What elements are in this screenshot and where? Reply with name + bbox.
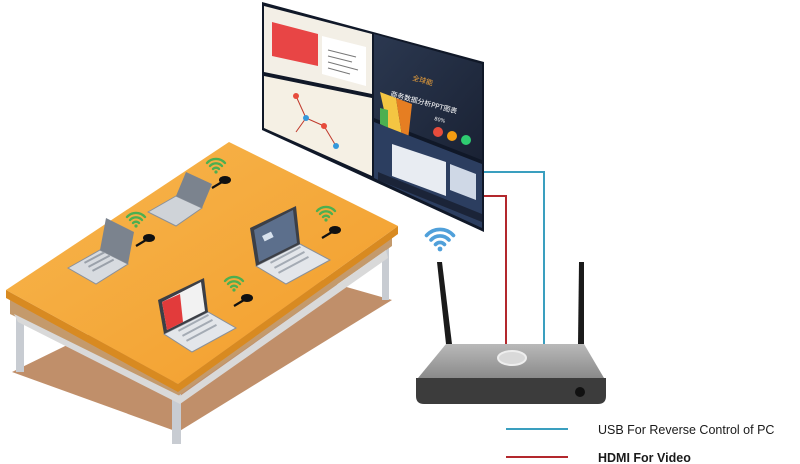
legend-usb-label: USB For Reverse Control of PC xyxy=(598,423,774,437)
wifi-icon xyxy=(427,229,454,251)
legend: USB For Reverse Control of PC HDMI For V… xyxy=(506,423,774,464)
legend-hdmi-label: HDMI For Video xyxy=(598,451,691,464)
usb-cable xyxy=(484,172,544,344)
antenna xyxy=(578,262,584,344)
receiver-box-icon xyxy=(416,229,606,404)
hdmi-cable xyxy=(484,196,506,344)
receiver-port xyxy=(575,387,585,397)
receiver-button xyxy=(498,351,526,365)
antenna xyxy=(437,262,452,344)
